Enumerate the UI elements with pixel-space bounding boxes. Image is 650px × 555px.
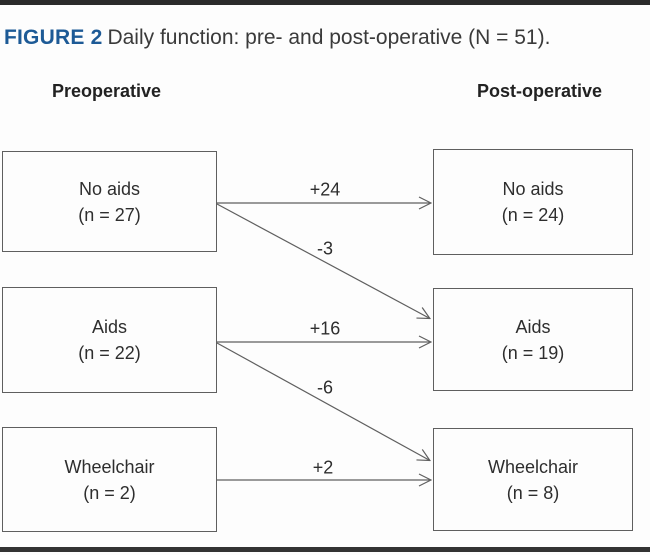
arrow-aids-to-wheelchair: [216, 342, 429, 460]
column-header-preoperative: Preoperative: [52, 81, 162, 101]
node-count: (n = 24): [501, 205, 565, 225]
node-count: (n = 19): [501, 342, 565, 363]
node-post-wheelchair: Wheelchair (n = 8): [433, 428, 633, 531]
flow-value-wheelchair-to-wheelchair: +2: [312, 457, 334, 478]
bottom-rule: [0, 547, 650, 552]
node-label: No aids: [502, 179, 564, 199]
node-label: No aids: [78, 178, 141, 199]
node-count: (n = 22): [78, 343, 141, 363]
node-count: (n = 27): [78, 204, 141, 225]
node-pre-no-aids: No aids (n = 27): [2, 151, 217, 252]
node-label: Wheelchair: [487, 456, 579, 477]
flow-value-aids-to-aids: +16: [309, 318, 341, 339]
column-header-postoperative: Post-operative: [477, 81, 603, 101]
figure-title: Daily function: pre- and post-operative …: [107, 26, 551, 49]
node-label: Aids: [91, 317, 127, 337]
node-pre-aids: Aids (n = 22): [2, 287, 217, 393]
figure-label: FIGURE 2: [4, 26, 103, 49]
node-label: Wheelchair: [64, 456, 155, 477]
arrow-no-aids-to-aids: [216, 203, 429, 318]
flow-value-aids-to-wheelchair: -6: [316, 377, 334, 398]
node-label: Aids: [515, 316, 551, 337]
node-pre-wheelchair: Wheelchair (n = 2): [2, 427, 217, 532]
flow-value-no-aids-to-aids: -3: [316, 238, 334, 259]
node-post-no-aids: No aids (n = 24): [433, 149, 633, 255]
node-count: (n = 2): [83, 482, 136, 503]
node-post-aids: Aids (n = 19): [433, 288, 633, 391]
node-count: (n = 8): [506, 482, 560, 503]
flow-value-no-aids-to-no-aids: +24: [309, 179, 341, 200]
top-rule: [0, 0, 650, 5]
